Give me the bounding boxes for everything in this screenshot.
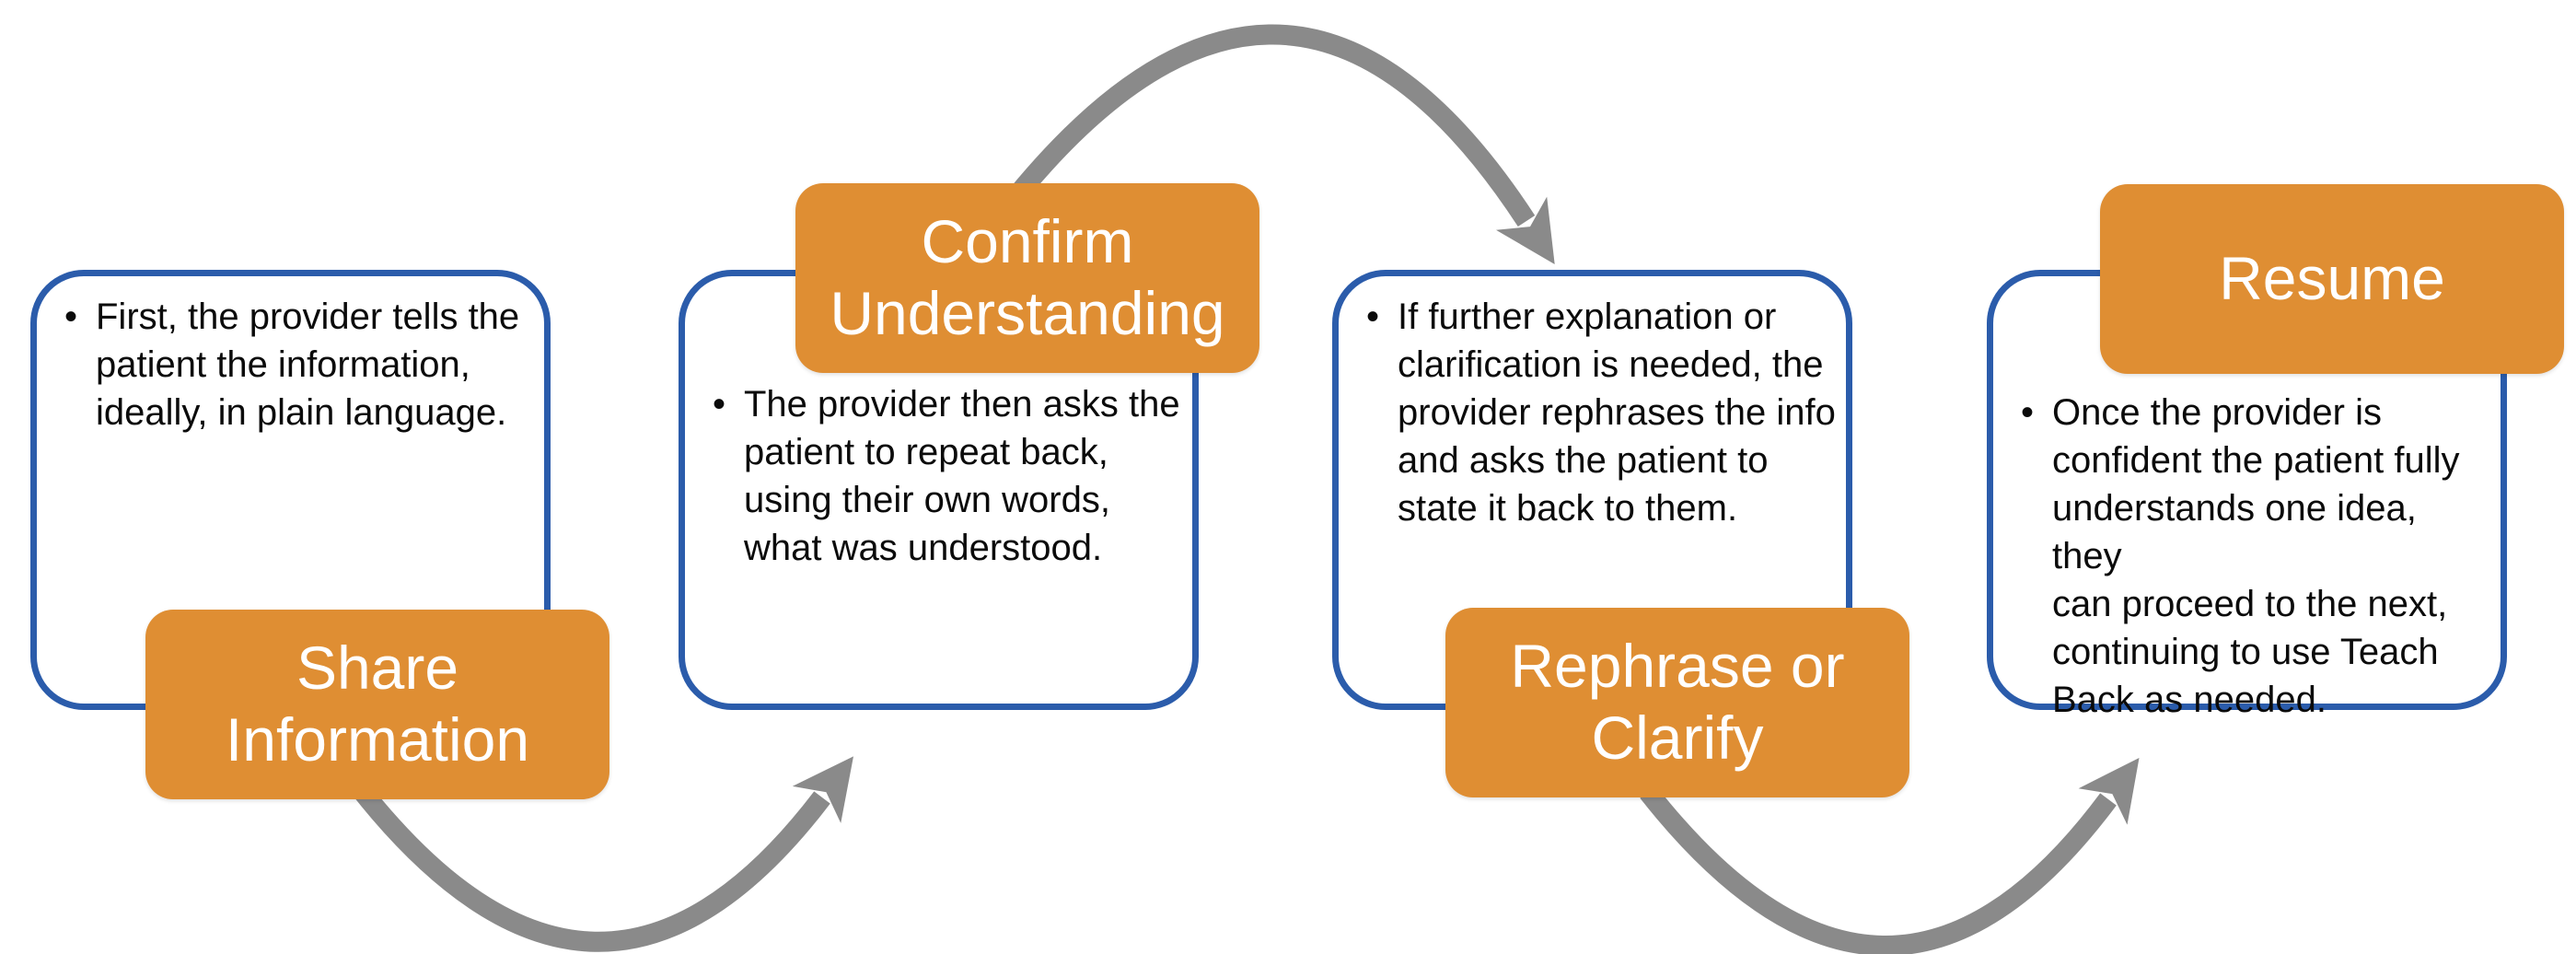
arrow-share-to-confirm-icon — [351, 756, 854, 952]
step-title-resume: Resume — [2100, 184, 2564, 374]
arrow-rephrase-to-resume-icon — [1640, 758, 2140, 954]
step-bullet-text: If further explanation or clarification … — [1370, 276, 1846, 543]
step-bullet-text: The provider then asks the patient to re… — [716, 276, 1192, 583]
step-title-confirm-understanding: Confirm Understanding — [795, 183, 1259, 373]
step-title-rephrase-or-clarify: Rephrase or Clarify — [1445, 608, 1909, 797]
step-title-share-information: Share Information — [145, 610, 609, 799]
step-detail-box-share-information: First, the provider tells the patient th… — [30, 270, 551, 710]
step-bullet-text: Once the provider is confident the patie… — [2025, 276, 2501, 735]
arrow-confirm-to-rephrase-icon — [981, 24, 1555, 264]
step-bullet-text: First, the provider tells the patient th… — [68, 276, 544, 448]
